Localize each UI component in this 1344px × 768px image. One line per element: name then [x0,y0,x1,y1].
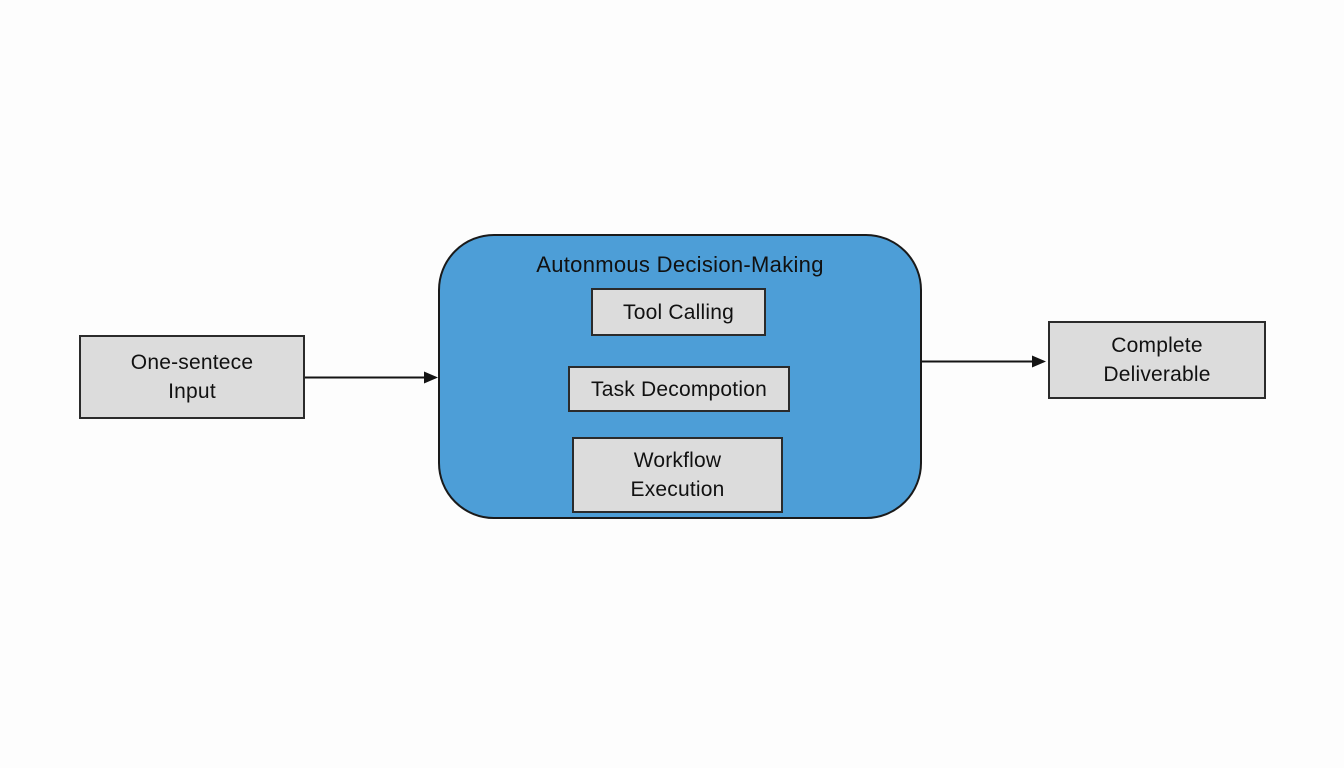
node-label-line: Execution [630,478,725,501]
node-label-line: One-sentece [130,351,254,374]
node-label-line: Complete [1111,334,1203,357]
node-task-decomposition: Task Decompotion [568,366,790,412]
container-title: Autonmous Decision-Making [536,252,824,277]
node-complete-deliverable: Complete Deliverable [1048,321,1266,399]
node-tool-calling: Tool Calling [591,288,766,336]
node-label: Task Decompotion [591,377,767,401]
node-workflow-execution: Workflow Execution [572,437,783,513]
node-label-line: Workflow [633,449,722,472]
node-one-sentence-input: One-sentece Input [79,335,305,419]
node-label-line: Deliverable [1103,363,1211,386]
node-label-line: Input [168,380,216,403]
node-label: Tool Calling [623,300,734,324]
